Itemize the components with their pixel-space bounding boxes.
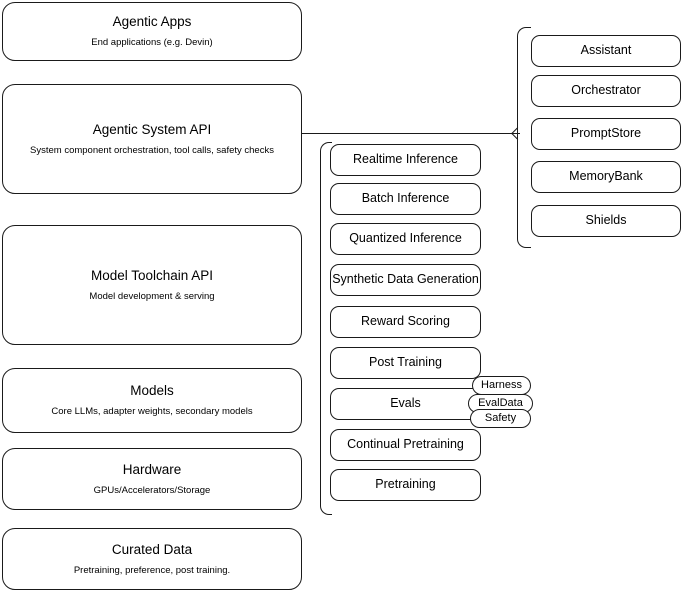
layer-subtitle: End applications (e.g. Devin)	[91, 37, 213, 48]
toolchain-item-label: Post Training	[369, 355, 442, 370]
eval-chip-label: Harness	[481, 379, 522, 391]
toolchain-item-synthetic-data-generation[interactable]: Synthetic Data Generation	[330, 264, 481, 296]
system-item-label: Shields	[585, 213, 627, 228]
toolchain-item-label: Reward Scoring	[361, 314, 450, 329]
layer-title: Curated Data	[111, 541, 193, 557]
toolchain-item-reward-scoring[interactable]: Reward Scoring	[330, 306, 481, 338]
layer-box-agentic-apps[interactable]: Agentic Apps End applications (e.g. Devi…	[2, 2, 302, 61]
brace-toolchain-capabilities	[320, 142, 332, 515]
toolchain-item-pretraining[interactable]: Pretraining	[330, 469, 481, 501]
layer-title: Hardware	[122, 461, 182, 477]
layer-subtitle: Core LLMs, adapter weights, secondary mo…	[51, 406, 253, 417]
toolchain-item-label: Evals	[390, 396, 421, 411]
toolchain-item-label: Synthetic Data Generation	[332, 272, 479, 287]
toolchain-item-continual-pretraining[interactable]: Continual Pretraining	[330, 429, 481, 461]
layer-title: Model Toolchain API	[90, 267, 214, 283]
layer-subtitle: GPUs/Accelerators/Storage	[93, 484, 211, 496]
toolchain-item-label: Realtime Inference	[353, 152, 458, 167]
toolchain-item-label: Batch Inference	[361, 191, 450, 206]
layer-subtitle: Model development & serving	[89, 290, 215, 302]
layer-box-model-toolchain-api[interactable]: Model Toolchain API Model development & …	[2, 225, 302, 345]
toolchain-item-batch-inference[interactable]: Batch Inference	[330, 183, 481, 215]
system-item-shields[interactable]: Shields	[531, 205, 681, 237]
eval-chip-label: EvalData	[478, 397, 523, 409]
layer-box-agentic-system-api[interactable]: Agentic System API System component orch…	[2, 84, 302, 194]
eval-chip-harness[interactable]: Harness	[472, 376, 531, 395]
system-item-assistant[interactable]: Assistant	[531, 35, 681, 67]
layer-box-curated-data[interactable]: Curated Data Pretraining, preference, po…	[2, 528, 302, 590]
system-item-label: PromptStore	[570, 126, 642, 141]
layer-box-hardware[interactable]: Hardware GPUs/Accelerators/Storage	[2, 448, 302, 510]
toolchain-item-label: Continual Pretraining	[347, 437, 464, 452]
layer-box-models[interactable]: Models Core LLMs, adapter weights, secon…	[2, 368, 302, 433]
connector-system-api-to-components	[302, 133, 520, 135]
brace-system-components	[517, 27, 531, 248]
system-item-label: Assistant	[580, 43, 632, 58]
system-item-label: MemoryBank	[569, 169, 643, 184]
layer-title: Agentic Apps	[112, 14, 192, 30]
system-item-promptstore[interactable]: PromptStore	[531, 118, 681, 150]
layer-title: Agentic System API	[92, 121, 212, 137]
system-item-orchestrator[interactable]: Orchestrator	[531, 75, 681, 107]
toolchain-item-quantized-inference[interactable]: Quantized Inference	[330, 223, 481, 255]
system-item-label: Orchestrator	[571, 83, 641, 98]
layer-title: Models	[130, 383, 174, 399]
toolchain-item-realtime-inference[interactable]: Realtime Inference	[330, 144, 481, 176]
system-item-memorybank[interactable]: MemoryBank	[531, 161, 681, 193]
toolchain-item-evals[interactable]: Evals	[330, 388, 481, 420]
eval-chip-safety[interactable]: Safety	[470, 409, 531, 428]
toolchain-item-label: Pretraining	[375, 477, 436, 492]
layer-subtitle: System component orchestration, tool cal…	[30, 144, 274, 156]
layer-subtitle: Pretraining, preference, post training.	[73, 564, 231, 576]
eval-chip-label: Safety	[484, 412, 517, 424]
toolchain-item-label: Quantized Inference	[349, 231, 462, 246]
toolchain-item-post-training[interactable]: Post Training	[330, 347, 481, 379]
